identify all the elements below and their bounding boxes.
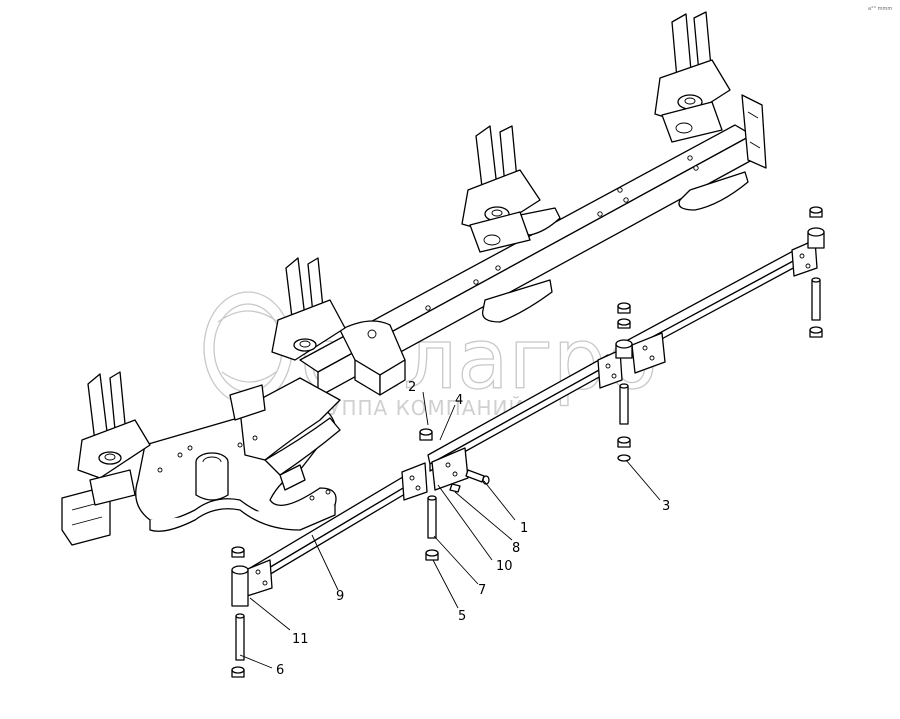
stand-1 — [77, 371, 151, 506]
link-bar-rear — [627, 239, 818, 374]
main-beam — [299, 94, 767, 398]
link-bar-front — [244, 462, 428, 597]
pin-assembly-rear — [615, 302, 633, 462]
pin-assembly-left — [231, 546, 249, 678]
link-bar-middle — [427, 349, 623, 491]
callout-3: 3 — [662, 499, 670, 514]
callout-11: 11 — [292, 632, 309, 647]
callout-8: 8 — [512, 541, 520, 556]
callout-4: 4 — [455, 393, 463, 408]
callout-7: 7 — [478, 583, 486, 598]
callout-6: 6 — [276, 663, 284, 678]
callout-9: 9 — [336, 589, 344, 604]
front-frame — [61, 320, 406, 546]
callout-2: 2 — [408, 380, 416, 395]
callout-1: 1 — [520, 521, 528, 536]
callout-labels: 1 2 3 4 5 6 7 8 9 10 11 — [276, 380, 670, 678]
callout-10: 10 — [496, 559, 513, 574]
callout-leaders — [239, 391, 661, 669]
pin-assembly-far — [807, 206, 825, 338]
callout-5: 5 — [458, 609, 466, 624]
stand-4 — [654, 11, 731, 143]
pin-assembly-middle — [419, 428, 490, 561]
stand-2 — [271, 257, 346, 361]
corner-code: a°° mmm — [868, 6, 892, 12]
stand-3 — [461, 125, 541, 253]
